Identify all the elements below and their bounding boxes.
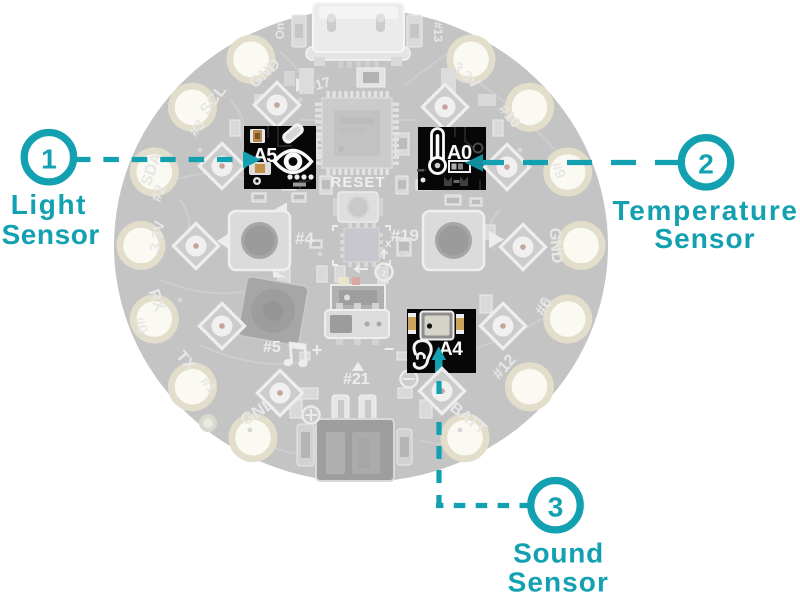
svg-text:#9: #9 [547, 159, 569, 181]
svg-text:#0: #0 [129, 315, 151, 336]
svg-text:GND: GND [545, 227, 565, 264]
svg-text:−: − [384, 339, 395, 359]
svg-text:Sensor: Sensor [654, 223, 755, 254]
svg-text:#21: #21 [343, 371, 370, 388]
svg-text:Light: Light [11, 189, 87, 220]
svg-text:3: 3 [548, 492, 564, 523]
svg-text:Sensor: Sensor [2, 219, 100, 250]
svg-text:#6: #6 [532, 295, 556, 319]
svg-text:z: z [381, 268, 387, 280]
svg-text:A5: A5 [253, 145, 277, 167]
svg-text:1: 1 [41, 144, 57, 175]
svg-text:#19: #19 [391, 226, 419, 245]
svg-text:Sensor: Sensor [508, 567, 609, 598]
svg-text:#13: #13 [431, 22, 445, 42]
svg-text:RX: RX [144, 287, 168, 314]
svg-text:3.3V: 3.3V [147, 220, 169, 253]
svg-text:+: + [312, 340, 323, 360]
svg-text:On: On [273, 23, 287, 40]
svg-text:#5: #5 [263, 339, 281, 356]
svg-text:Temperature: Temperature [612, 195, 798, 226]
svg-text:#3: #3 [186, 116, 210, 140]
svg-text:x: x [385, 236, 392, 250]
svg-text:2: 2 [698, 149, 714, 180]
svg-text:A4: A4 [439, 339, 463, 360]
svg-text:#4: #4 [295, 229, 314, 248]
svg-text:#2: #2 [148, 183, 170, 204]
svg-text:A0: A0 [447, 142, 472, 164]
svg-text:RESET: RESET [330, 174, 385, 191]
svg-text:Sound: Sound [513, 537, 604, 568]
